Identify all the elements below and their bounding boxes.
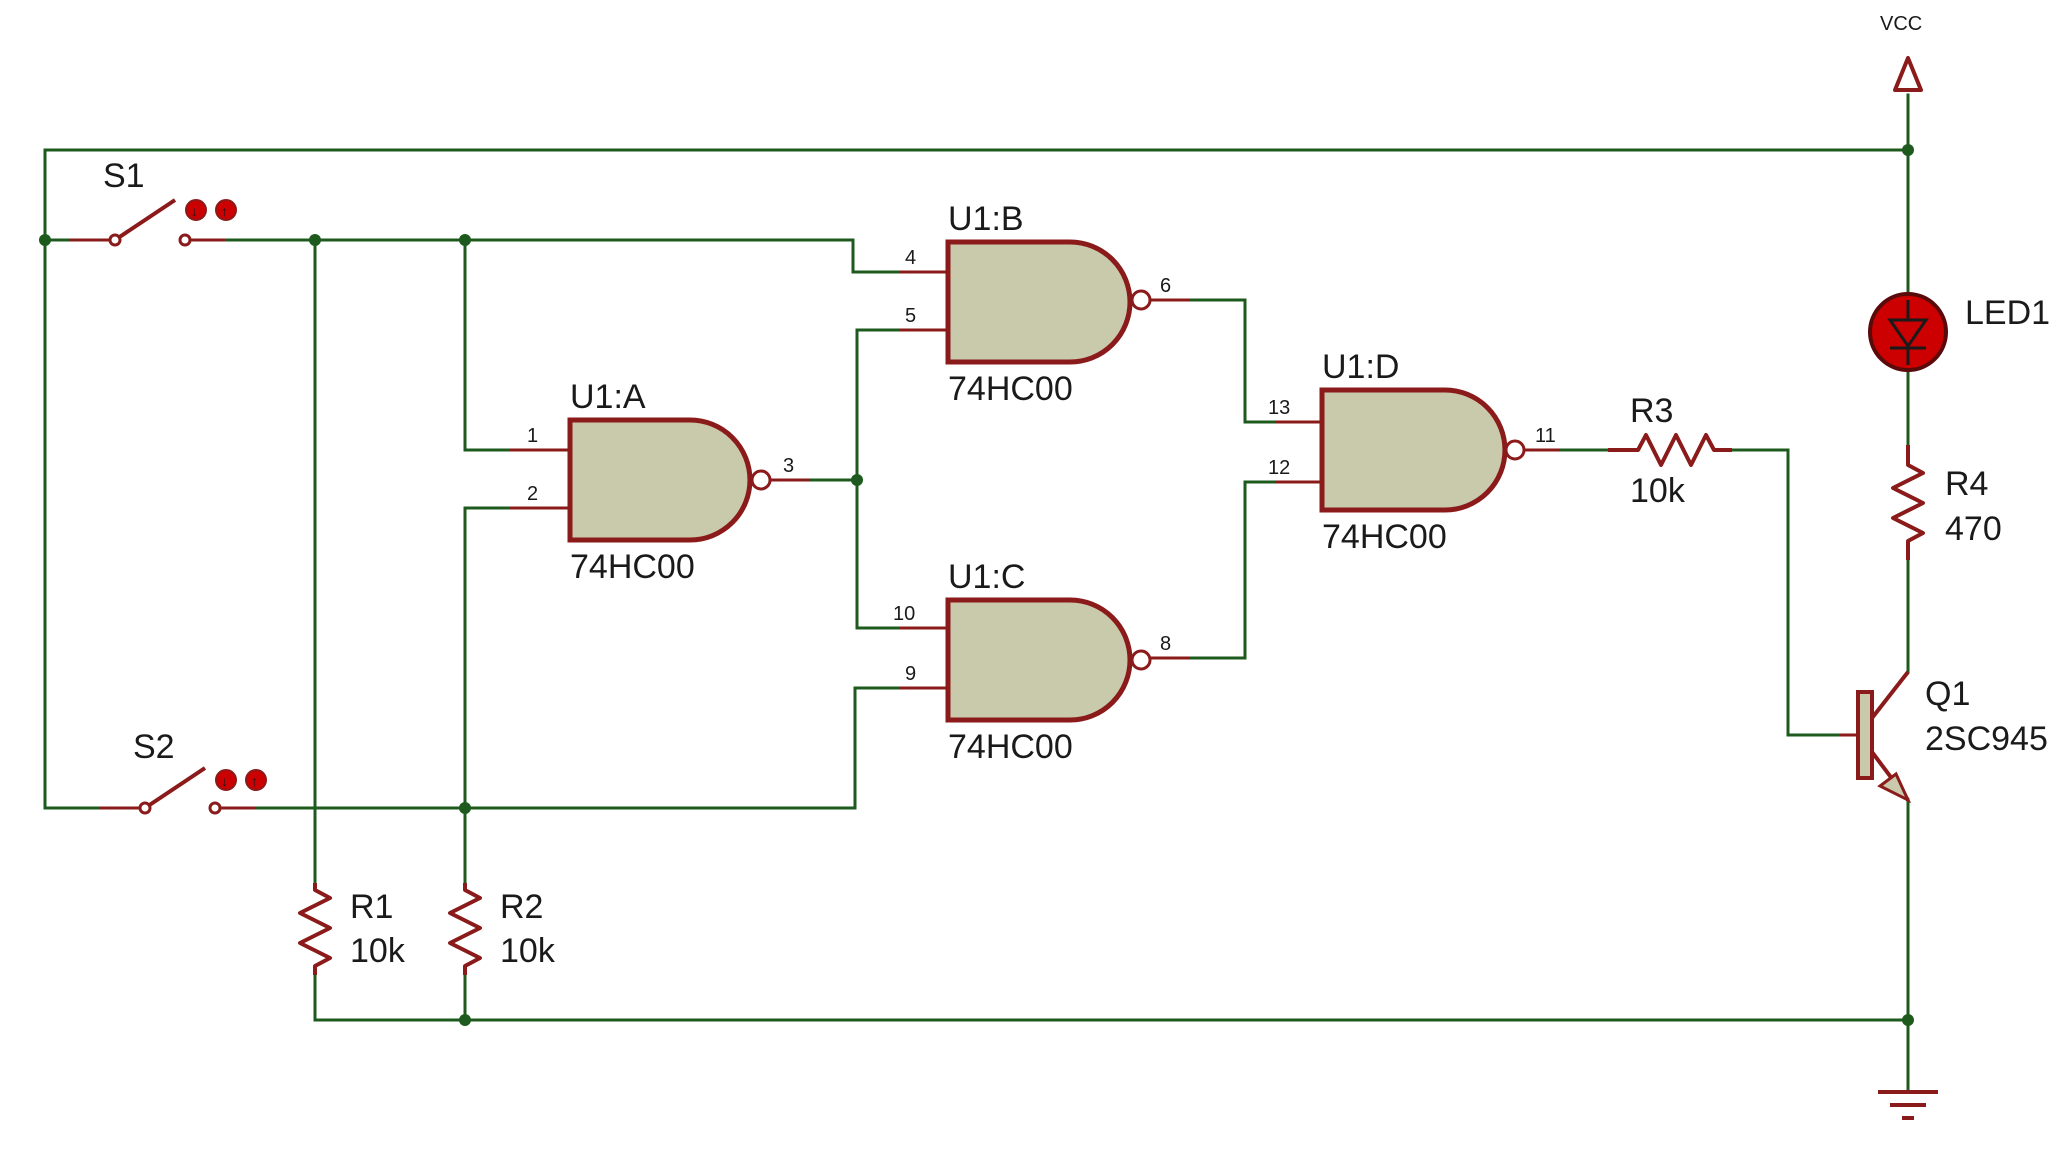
resistor-zigzag-icon — [1891, 445, 1925, 560]
resistor-r1[interactable]: R1 10k — [298, 883, 406, 975]
resistor-r4[interactable]: R4 470 — [1891, 445, 2002, 560]
vcc-arrow-icon — [1893, 56, 1923, 92]
gate-part-label: 74HC00 — [570, 548, 695, 586]
led-ref-label: LED1 — [1965, 294, 2050, 332]
switch-s2-down-button-icon[interactable] — [215, 769, 237, 791]
led-led1[interactable]: LED1 — [1868, 292, 2050, 372]
junction-dot — [309, 234, 321, 246]
pin-number: 10 — [893, 603, 915, 625]
resistor-value-label: 10k — [500, 932, 556, 970]
transistor-part-label: 2SC945 — [1925, 720, 2048, 758]
junctions — [39, 144, 1914, 1026]
led-body-icon — [1868, 292, 1948, 372]
switch-s2-label: S2 — [133, 728, 175, 766]
pin-number: 8 — [1160, 633, 1171, 655]
junction-dot — [459, 234, 471, 246]
vcc-power-symbol[interactable]: VCC — [1880, 13, 1923, 92]
resistor-ref-label: R3 — [1630, 392, 1673, 430]
resistor-r2[interactable]: R2 10k — [448, 883, 556, 975]
gate-ref-label: U1:B — [948, 200, 1024, 238]
wire-r3-to-base — [1730, 448, 1842, 737]
gate-ref-label: U1:C — [948, 558, 1025, 596]
wire-s2-net — [216, 686, 902, 810]
pin-number: 2 — [527, 483, 538, 505]
pin-number: 4 — [905, 247, 916, 269]
junction-dot — [851, 474, 863, 486]
nand-inversion-bubble — [1504, 439, 1526, 461]
resistor-ref-label: R1 — [350, 888, 393, 926]
wire-u1b-out — [1188, 298, 1277, 424]
resistor-value-label: 470 — [1945, 510, 2002, 548]
switch-s1-up-button-icon[interactable] — [215, 199, 237, 221]
nand-gate-body — [945, 597, 1133, 723]
resistor-zigzag-icon — [298, 883, 332, 975]
nand-gate-u1c[interactable]: 10 9 8 U1:C 74HC00 — [893, 558, 1190, 766]
gate-part-label: 74HC00 — [948, 728, 1073, 766]
switch-s1-down-arrow-icon: ↓ — [191, 203, 198, 219]
pin-number: 6 — [1160, 275, 1171, 297]
resistor-zigzag-icon — [448, 883, 482, 975]
nand-gate-body — [567, 417, 753, 543]
transistor-collector-icon — [1870, 670, 1910, 720]
nand-gate-u1a[interactable]: 1 2 3 U1:A 74HC00 — [510, 378, 810, 586]
transistor-ref-label: Q1 — [1925, 675, 1970, 713]
wire-u1a-in1 — [463, 238, 512, 452]
switch-s1-label: S1 — [103, 157, 145, 195]
gate-part-label: 74HC00 — [1322, 518, 1447, 556]
resistor-zigzag-icon — [1608, 433, 1732, 467]
vcc-label: VCC — [1880, 13, 1922, 35]
resistor-ref-label: R2 — [500, 888, 543, 926]
pin-number: 3 — [783, 455, 794, 477]
nand-gate-u1d[interactable]: 13 12 11 U1:D 74HC00 — [1268, 348, 1560, 556]
junction-dot — [459, 802, 471, 814]
switch-s2-down-arrow-icon: ↓ — [221, 773, 228, 789]
junction-dot — [459, 1014, 471, 1026]
junction-dot — [39, 234, 51, 246]
junction-dot — [1902, 1014, 1914, 1026]
nand-inversion-bubble — [1130, 289, 1152, 311]
pin-number: 1 — [527, 425, 538, 447]
pin-number: 11 — [1535, 425, 1556, 447]
resistor-ref-label: R4 — [1945, 465, 1988, 503]
transistor-q1[interactable]: Q1 2SC945 — [1840, 670, 2048, 804]
pin-number: 5 — [905, 305, 916, 327]
switch-s2-up-arrow-icon: ↑ — [251, 773, 258, 789]
switch-s1-up-arrow-icon: ↑ — [221, 203, 228, 219]
nand-inversion-bubble — [750, 469, 772, 491]
gate-ref-label: U1:A — [570, 378, 646, 416]
pin-number: 9 — [905, 663, 916, 685]
switch-s1[interactable]: ↓ ↑ S1 — [70, 157, 237, 247]
nand-gate-u1b[interactable]: 4 5 6 U1:B 74HC00 — [900, 200, 1190, 408]
pin-number: 13 — [1268, 397, 1290, 419]
wire-s1-net — [186, 238, 902, 274]
wire-u1c-out — [1188, 480, 1277, 660]
gate-part-label: 74HC00 — [948, 370, 1073, 408]
switch-s1-down-button-icon[interactable] — [185, 199, 207, 221]
switch-s2[interactable]: ↓ ↑ S2 — [100, 728, 267, 815]
junction-dot — [1902, 144, 1914, 156]
resistor-r3[interactable]: R3 10k — [1608, 392, 1732, 510]
resistor-value-label: 10k — [350, 932, 406, 970]
transistor-base-bar-icon — [1856, 690, 1874, 780]
emitter-arrow-icon — [1877, 771, 1912, 804]
nand-inversion-bubble — [1130, 649, 1152, 671]
ground-symbol[interactable] — [1878, 1090, 1938, 1120]
nand-gate-body — [945, 239, 1133, 365]
ground-icon — [1878, 1090, 1938, 1120]
gate-ref-label: U1:D — [1322, 348, 1399, 386]
pin-number: 12 — [1268, 457, 1290, 479]
resistor-value-label: 10k — [1630, 472, 1686, 510]
nand-gate-body — [1319, 387, 1508, 513]
switch-s2-up-button-icon[interactable] — [245, 769, 267, 791]
